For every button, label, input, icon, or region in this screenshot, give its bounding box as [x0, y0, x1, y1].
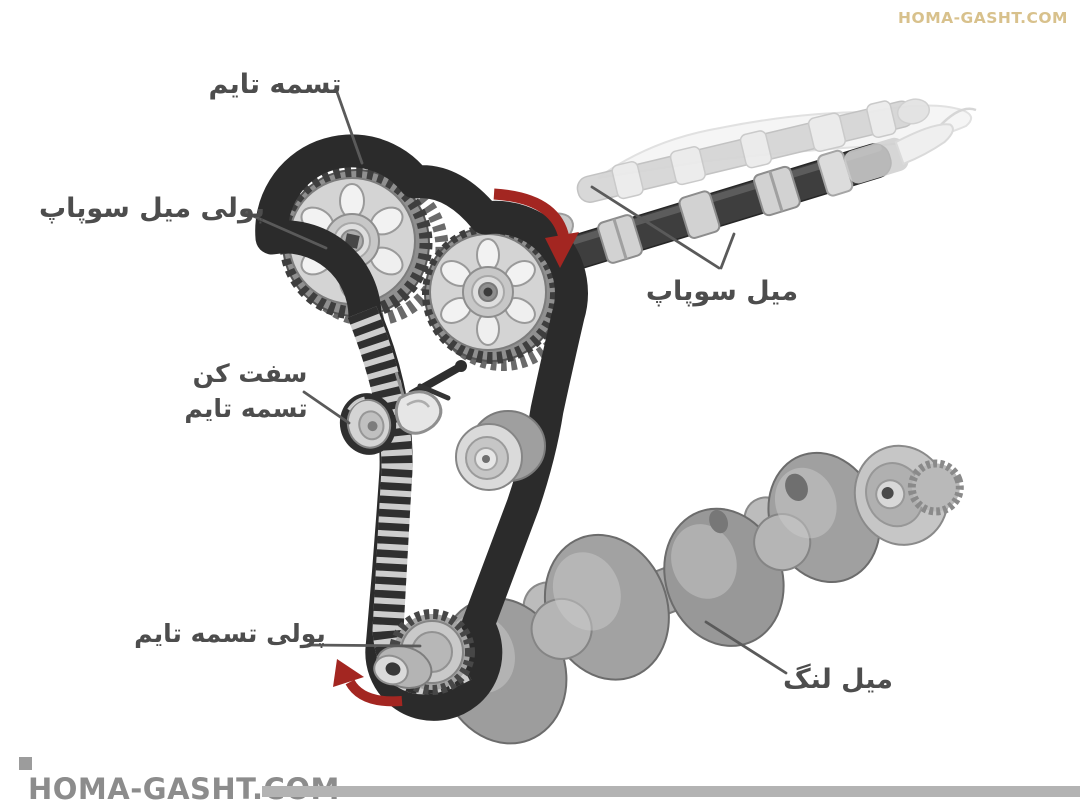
camshaft-upper — [576, 98, 931, 203]
label-tensioner-line1: سفت کن — [193, 359, 308, 389]
watermark-bottom-bar — [262, 786, 1080, 797]
rotation-arrow-bottom — [333, 659, 403, 707]
leader-camshaft-b — [719, 232, 736, 270]
crankshaft-nose — [373, 645, 433, 689]
tensioner-bracket — [394, 360, 467, 435]
leader-camshaft-a — [590, 185, 721, 270]
leader-lines — [242, 90, 788, 675]
timing-belt-teeth — [347, 306, 472, 695]
watermark-bottom: HOMA-GASHT.COM — [19, 757, 1080, 806]
label-camshaft-pulley: پولی میل سوپاپ — [39, 193, 265, 224]
watermark-top: HOMA-GASHT.COM — [898, 9, 1068, 27]
rotation-arrow-top — [493, 188, 579, 268]
leader-camshaft-pulley — [242, 210, 328, 250]
watermark-bottom-square — [19, 757, 32, 770]
crankshaft — [438, 444, 964, 745]
crankshaft-timing-pulley — [373, 609, 475, 695]
rotation-arrow-bottom-head — [333, 659, 364, 687]
leader-timing-belt — [335, 90, 364, 165]
label-camshaft: میل سوپاپ — [646, 276, 798, 307]
rotation-arrow-top-head — [545, 232, 579, 268]
label-crankshaft: میل لنگ — [783, 663, 893, 695]
tensioner-pulley — [339, 393, 397, 455]
leader-crankshaft — [704, 620, 788, 675]
label-crank-timing-pulley: پولی تسمه تایم — [134, 619, 326, 649]
label-tensioner-line2: تسمه تایم — [184, 394, 307, 423]
label-timing-belt: تسمه تایم — [208, 69, 341, 100]
leader-crank-pulley — [306, 643, 422, 648]
leader-tensioner — [302, 390, 351, 425]
idler-pulley — [455, 410, 546, 491]
